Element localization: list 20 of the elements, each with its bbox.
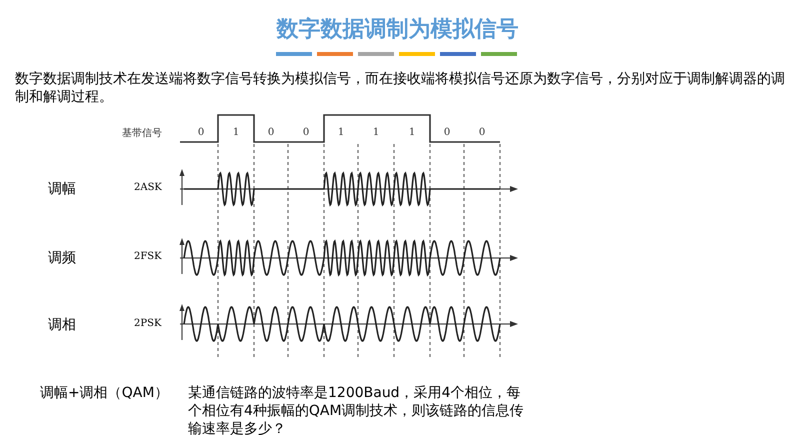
bit-label: 0 <box>442 127 452 138</box>
bit-label: 0 <box>196 127 206 138</box>
bit-label: 1 <box>372 127 380 138</box>
signal-label: 2PSK <box>134 318 162 329</box>
signal-label: 2FSK <box>134 251 162 262</box>
row-label: 调幅 <box>48 180 76 198</box>
bit-label: 0 <box>478 127 486 138</box>
row-label: 调相 <box>48 316 76 334</box>
bit-label: 0 <box>302 127 310 138</box>
bit-label: 1 <box>232 127 240 138</box>
title: 数字数据调制为模拟信号 <box>275 16 520 44</box>
bit-label: 0 <box>266 127 276 138</box>
question-text: 某通信链路的波特率是1200Baud，采用4个相位，每个相位有4种振幅的QAM调制技术，则该链路的信息传输速率是多少？ <box>188 384 525 435</box>
row-label: 调频 <box>48 249 76 267</box>
intro-paragraph: 数字数据调制技术在发送端将数字信号转换为模拟信号，而在接收端将模拟信号还原为数字信号，分别对应于调制解调器的调制和解调过程。 <box>15 70 785 106</box>
row-label: 基带信号 <box>122 126 162 140</box>
signal-label: 2ASK <box>134 182 162 193</box>
row-label: 调幅+调相（QAM） <box>40 384 168 402</box>
bit-label: 1 <box>408 127 416 138</box>
bit-label: 1 <box>336 127 346 138</box>
